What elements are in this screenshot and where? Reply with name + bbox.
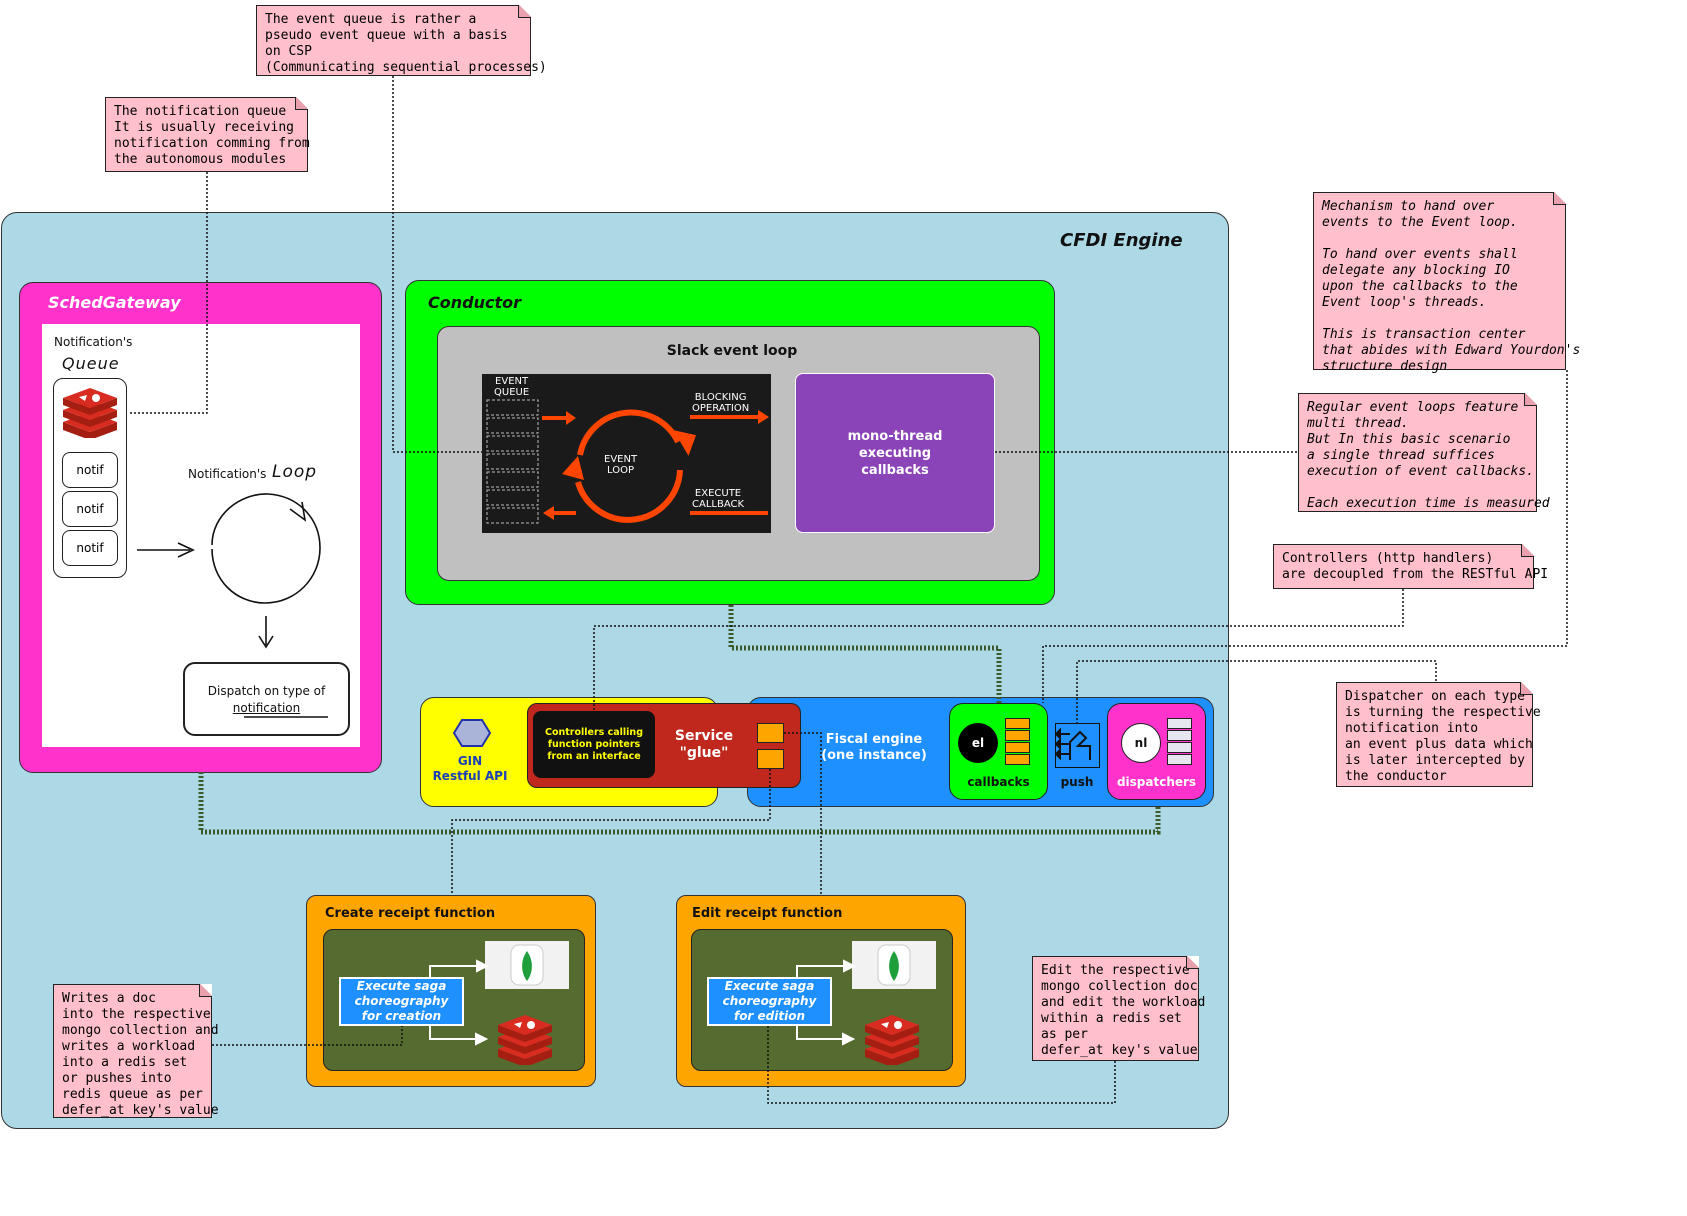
push-label: push	[1060, 775, 1094, 789]
dispatcher-slot-2	[1167, 730, 1192, 741]
exec-callback-label: EXECUTE CALLBACK	[692, 488, 745, 510]
note-edit-doc: Edit the respective mongo collection doc…	[1032, 956, 1205, 1061]
dispatcher-slot-1	[1167, 718, 1192, 729]
sched-gateway-title: SchedGateway	[48, 293, 181, 312]
service-slot-1	[757, 723, 784, 743]
dispatcher-slot-4	[1167, 754, 1192, 765]
callback-slot-2	[1005, 730, 1030, 741]
note-notification-queue: The notification queue It is usually rec…	[105, 97, 310, 172]
callbacks-label: callbacks	[967, 775, 1030, 789]
edit-saga-label: Execute saga choreography for edition	[722, 979, 817, 1023]
queue-label: Notification's	[54, 335, 133, 349]
nl-circle: nl	[1121, 723, 1161, 763]
callback-slot-3	[1005, 742, 1030, 753]
mono-thread-box: mono-thread executing callbacks	[795, 373, 995, 533]
loop-word: Loop	[272, 462, 318, 482]
create-saga-button[interactable]: Execute saga choreography for creation	[339, 977, 464, 1026]
controllers-label: Controllers calling function pointers fr…	[545, 726, 643, 762]
edit-redis-icon	[861, 1013, 923, 1067]
controllers-box: Controllers calling function pointers fr…	[533, 711, 655, 778]
service-label: Service "glue"	[674, 728, 734, 761]
note-mechanism: Mechanism to hand over events to the Eve…	[1313, 192, 1580, 374]
note-event-queue: The event queue is rather a pseudo event…	[256, 5, 547, 76]
note-regular-loops: Regular event loops feature multi thread…	[1298, 393, 1550, 512]
create-receipt-title: Create receipt function	[325, 906, 496, 921]
callback-slot-1	[1005, 718, 1030, 729]
mono-thread-label: mono-thread executing callbacks	[847, 428, 943, 478]
notif-item-2: notif	[62, 491, 118, 527]
dispatch-link[interactable]: notification	[232, 701, 301, 715]
event-queue-slots	[486, 398, 540, 530]
slack-event-loop-title: Slack event loop	[666, 343, 798, 359]
note-writes-doc: Writes a doc into the respective mongo c…	[53, 984, 219, 1118]
gin-hexagon-icon	[452, 718, 492, 748]
create-mongo-icon	[485, 941, 569, 989]
conductor-title: Conductor	[428, 293, 521, 312]
el-circle: el	[958, 723, 998, 763]
fiscal-engine-label: Fiscal engine (one instance)	[821, 732, 927, 763]
service-slot-2	[757, 749, 784, 769]
event-loop-label: EVENT LOOP	[604, 454, 638, 476]
edit-mongo-icon	[852, 941, 936, 989]
callback-slot-4	[1005, 754, 1030, 765]
cfdi-engine-title: CFDI Engine	[1060, 230, 1183, 251]
notif-item-1: notif	[62, 452, 118, 488]
dispatch-box	[183, 662, 350, 736]
edit-receipt-title: Edit receipt function	[692, 906, 843, 921]
create-redis-icon	[494, 1013, 556, 1067]
dispatchers-label: dispatchers	[1116, 775, 1197, 789]
blocking-op-label: BLOCKING OPERATION	[692, 392, 750, 414]
create-saga-label: Execute saga choreography for creation	[354, 979, 449, 1023]
dispatch-label: Dispatch on type of	[207, 684, 326, 698]
event-queue-label: EVENT QUEUE	[494, 376, 530, 398]
gin-label: GIN Restful API	[432, 754, 508, 783]
dispatcher-slot-3	[1167, 742, 1192, 753]
notif-item-3: notif	[62, 530, 118, 566]
event-loop-arrows	[540, 390, 771, 530]
redis-queue-icon	[60, 386, 120, 440]
queue-word: Queue	[62, 354, 120, 373]
loop-label: Notification's	[188, 467, 267, 481]
push-icon	[1054, 723, 1100, 768]
event-loop-image	[482, 374, 771, 533]
note-controllers: Controllers (http handlers) are decouple…	[1273, 544, 1548, 589]
edit-saga-button[interactable]: Execute saga choreography for edition	[707, 977, 832, 1026]
note-dispatcher: Dispatcher on each type is turning the r…	[1336, 682, 1541, 787]
